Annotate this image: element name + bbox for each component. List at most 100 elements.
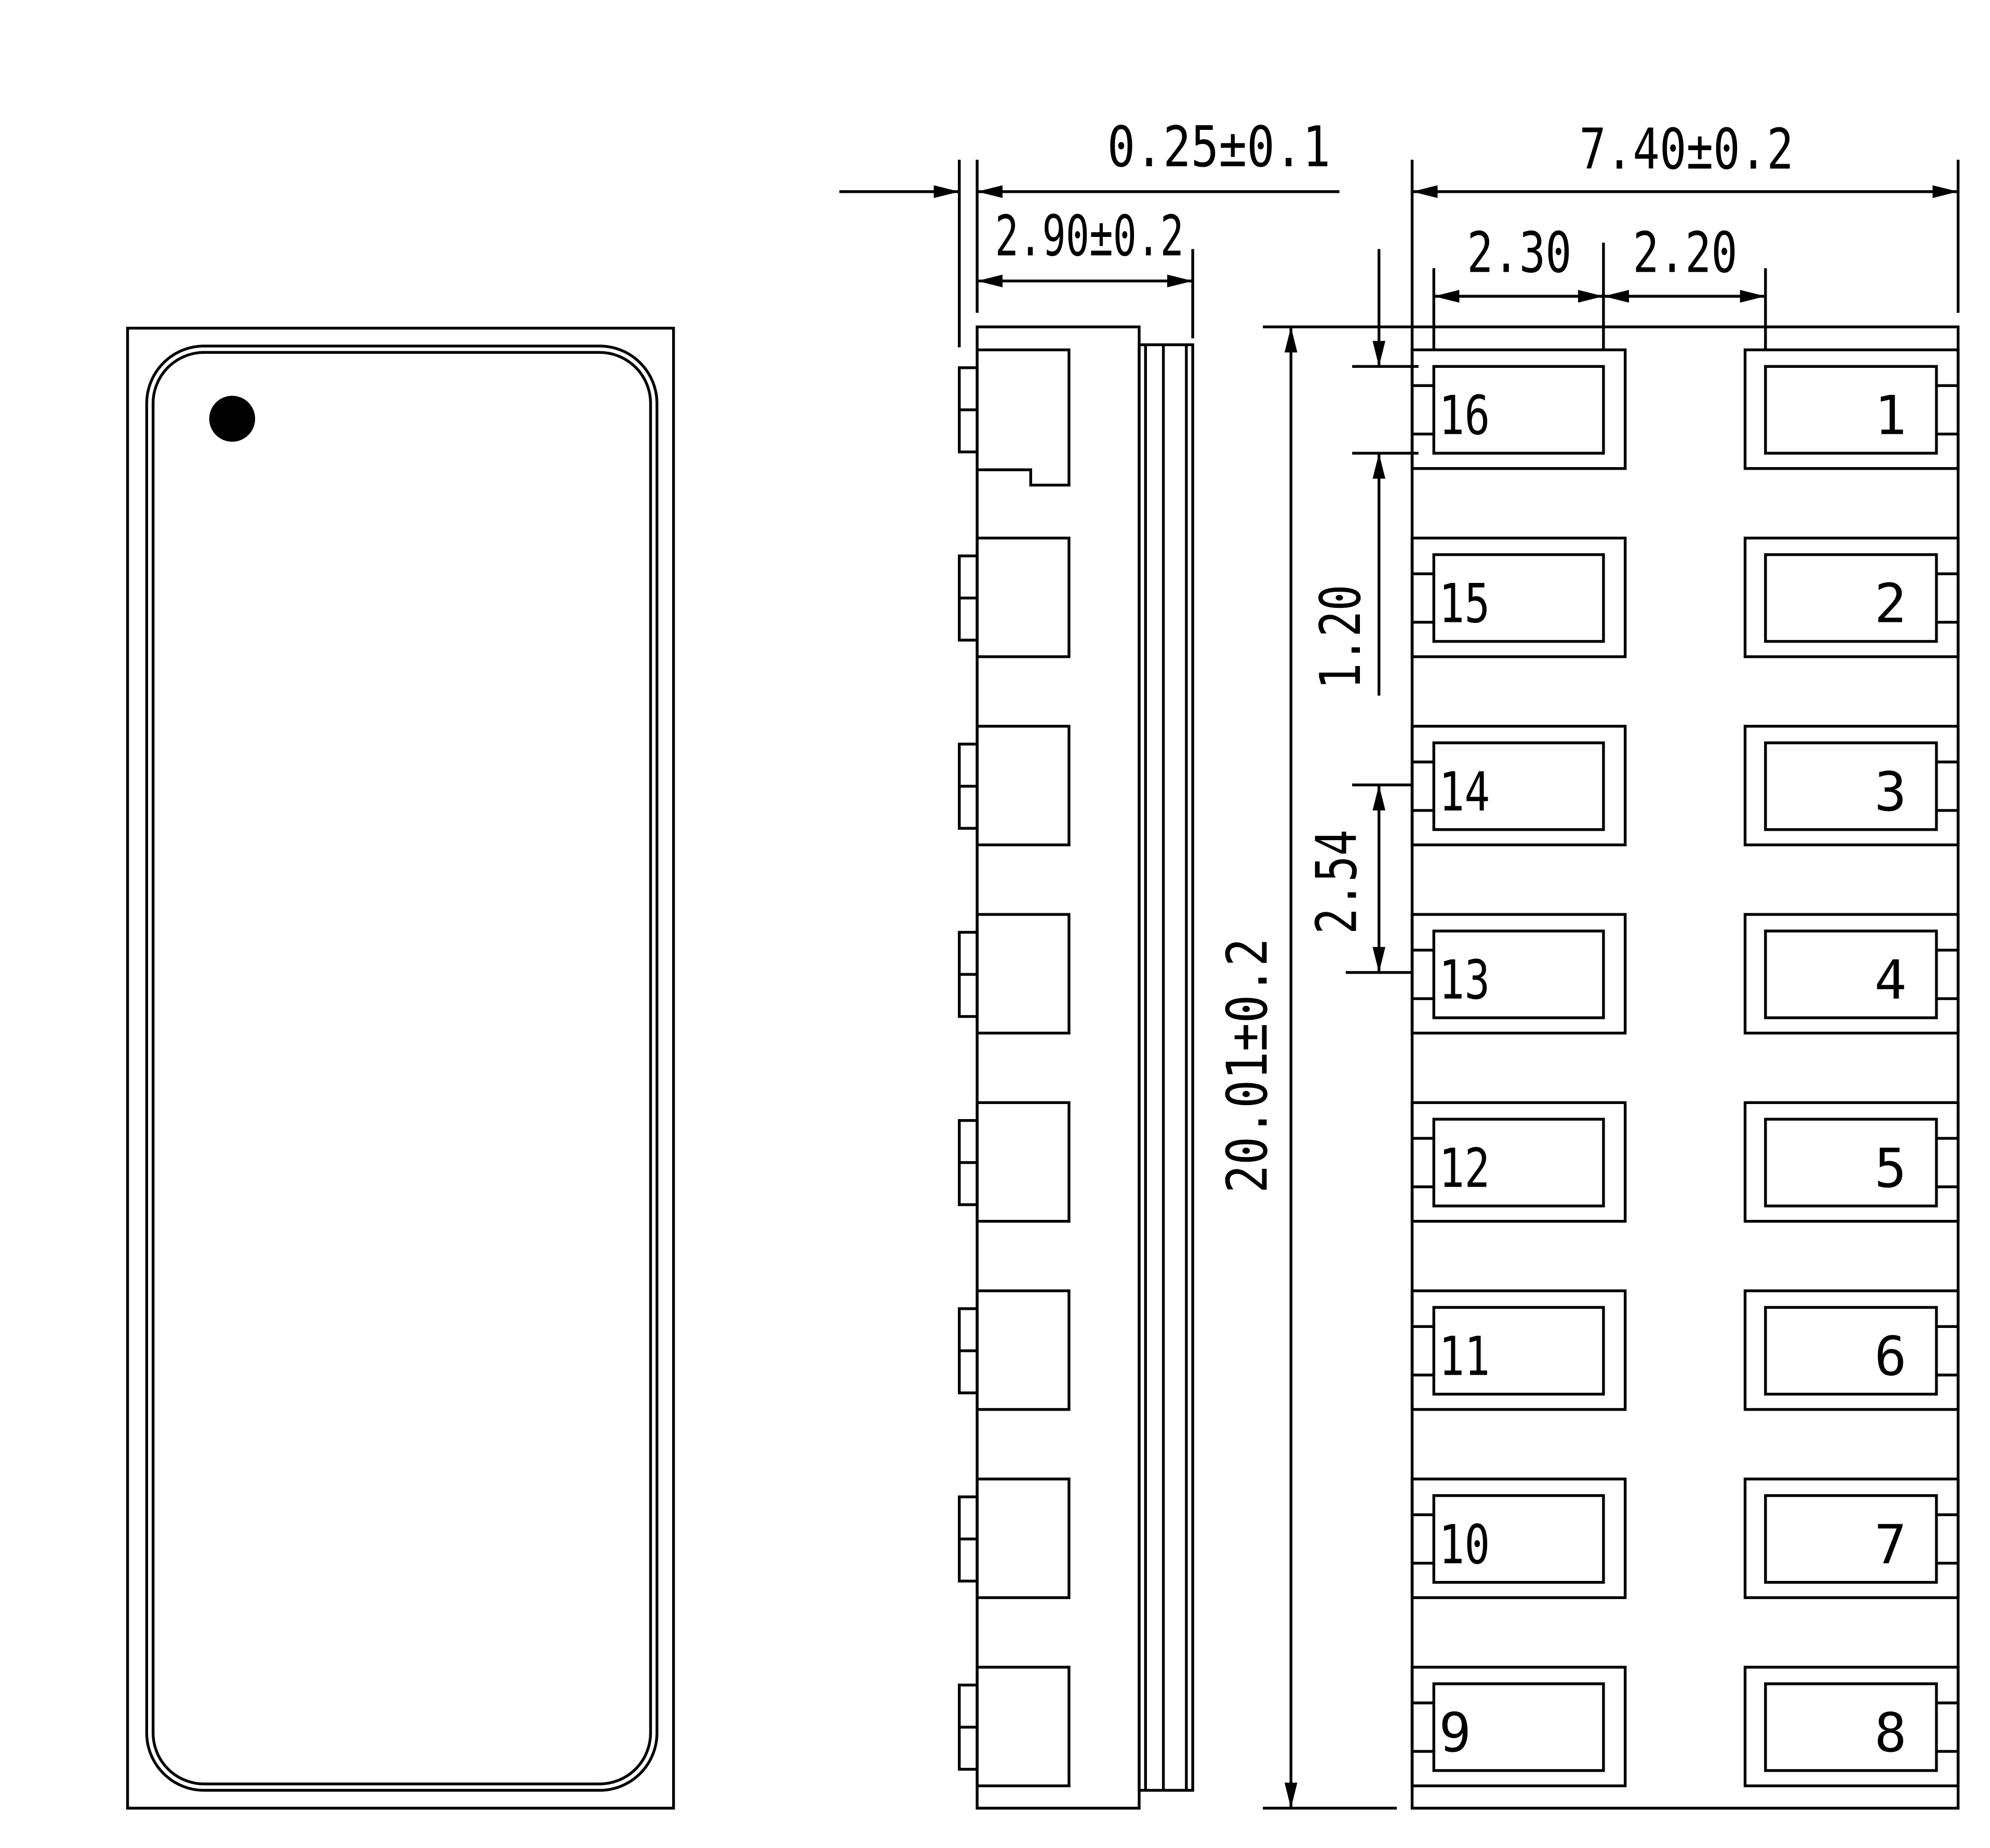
pin-number: 10 <box>1439 1514 1490 1576</box>
pad-right: 5 <box>1743 1101 1960 1223</box>
pad-right: 6 <box>1743 1289 1960 1411</box>
dim-pad-width: 1.20 <box>1308 584 1373 689</box>
top-view <box>126 326 675 1810</box>
pad-left: 11 <box>1410 1289 1627 1411</box>
side-lead-body <box>976 913 1071 1035</box>
pad-notch <box>1412 1137 1434 1189</box>
pad-notch <box>1412 949 1434 1000</box>
pad-right: 2 <box>1743 536 1960 658</box>
side-lead-body <box>976 1101 1071 1223</box>
dim-pitch: 2.54 <box>1304 830 1369 934</box>
side-lead-body <box>976 536 1071 658</box>
pad-outline <box>1743 536 1960 658</box>
pad-right: 7 <box>1743 1478 1960 1599</box>
pad-outline <box>1743 913 1960 1035</box>
pad-inner <box>1764 553 1938 643</box>
pad-notch <box>1936 1137 1958 1189</box>
dim-overall-width: 7.40±0.2 <box>1579 117 1794 182</box>
pad-notch <box>1936 384 1958 436</box>
side-lead <box>958 1478 1071 1599</box>
pad-notch <box>1936 1325 1958 1377</box>
pin-number: 14 <box>1439 761 1490 823</box>
pad-inner <box>1432 553 1605 643</box>
side-lead-body <box>977 348 1071 487</box>
pad-left: 9 <box>1410 1666 1627 1788</box>
pin-number: 12 <box>1439 1137 1490 1200</box>
pin-number: 8 <box>1874 1702 1906 1764</box>
pad-left: 16 <box>1410 348 1627 470</box>
dim-body-height: 2.90±0.2 <box>995 204 1183 269</box>
pad-notch <box>1936 572 1958 624</box>
pad-right: 4 <box>1743 913 1960 1035</box>
pin-number: 9 <box>1439 1702 1471 1764</box>
pad-notch <box>1412 1513 1434 1565</box>
pad-inner <box>1432 929 1605 1019</box>
side-lead <box>958 1101 1071 1223</box>
pad-outline <box>1410 536 1627 658</box>
pad-inner <box>1432 1118 1605 1207</box>
pad-notch <box>1412 1701 1434 1753</box>
pin1-marker-dot <box>209 395 256 442</box>
pad-outline <box>1743 1101 1960 1223</box>
side-lead <box>958 348 1071 487</box>
side-lead-body <box>976 1478 1071 1599</box>
pad-inner <box>1764 1682 1938 1772</box>
pad-outline <box>1410 1478 1627 1599</box>
pad-left: 13 <box>1410 913 1627 1035</box>
pad-outline <box>1410 1101 1627 1223</box>
pad-inner <box>1764 929 1938 1019</box>
pad-notch <box>1412 760 1434 812</box>
side-lead-body <box>976 1666 1071 1788</box>
pin-number: 4 <box>1874 949 1906 1012</box>
pin-number: 11 <box>1439 1326 1490 1388</box>
pad-left: 12 <box>1410 1101 1627 1223</box>
side-lead <box>958 913 1071 1035</box>
side-lead <box>958 1289 1071 1411</box>
pad-notch <box>1936 949 1958 1000</box>
dim-pad-length: 2.30 <box>1467 221 1571 286</box>
pad-right: 3 <box>1743 725 1960 846</box>
dim-pad-gap: 2.20 <box>1633 221 1737 286</box>
side-lead <box>958 1666 1071 1788</box>
pad-left: 14 <box>1410 725 1627 846</box>
side-lead <box>958 536 1071 658</box>
dimensions: 0.25±0.1 2.90±0.2 7.40±0.2 2.30 2.20 1.2… <box>839 115 1960 1810</box>
pad-notch <box>1936 1513 1958 1565</box>
pad-inner <box>1764 365 1938 455</box>
pin-number: 7 <box>1874 1514 1906 1576</box>
pad-outline <box>1743 1666 1960 1788</box>
pad-notch <box>1412 384 1434 436</box>
pad-inner <box>1764 1494 1938 1584</box>
pad-outline <box>1743 1289 1960 1411</box>
pin-number: 16 <box>1439 384 1490 447</box>
pad-notch <box>1412 1325 1434 1377</box>
pad-inner <box>1432 741 1605 831</box>
bottom-view: 16 1 15 2 14 3 13 4 12 5 11 6 10 7 9 8 <box>1410 325 1960 1810</box>
pad-outline <box>1743 1478 1960 1599</box>
pad-notch <box>1412 572 1434 624</box>
pad-inner <box>1432 1306 1605 1396</box>
side-lead-body <box>976 1289 1071 1411</box>
pad-outline <box>1410 348 1627 470</box>
pin-number: 5 <box>1874 1137 1906 1200</box>
pad-right: 8 <box>1743 1666 1960 1788</box>
pin-number: 6 <box>1874 1326 1906 1388</box>
pad-inner <box>1432 1682 1605 1772</box>
pad-outline <box>1743 348 1960 470</box>
dim-lead-thickness: 0.25±0.1 <box>1107 115 1331 180</box>
pad-inner <box>1764 741 1938 831</box>
pad-inner <box>1432 365 1605 455</box>
pad-notch <box>1936 760 1958 812</box>
pad-outline <box>1743 725 1960 846</box>
pin-number: 15 <box>1439 573 1490 635</box>
pad-right: 1 <box>1743 348 1960 470</box>
pin-number: 13 <box>1439 949 1490 1012</box>
pad-inner <box>1764 1306 1938 1396</box>
pad-inner <box>1764 1118 1938 1207</box>
pad-left: 10 <box>1410 1478 1627 1599</box>
pad-left: 15 <box>1410 536 1627 658</box>
pad-inner <box>1432 1494 1605 1584</box>
side-lead <box>958 725 1071 846</box>
side-view <box>958 325 1194 1810</box>
